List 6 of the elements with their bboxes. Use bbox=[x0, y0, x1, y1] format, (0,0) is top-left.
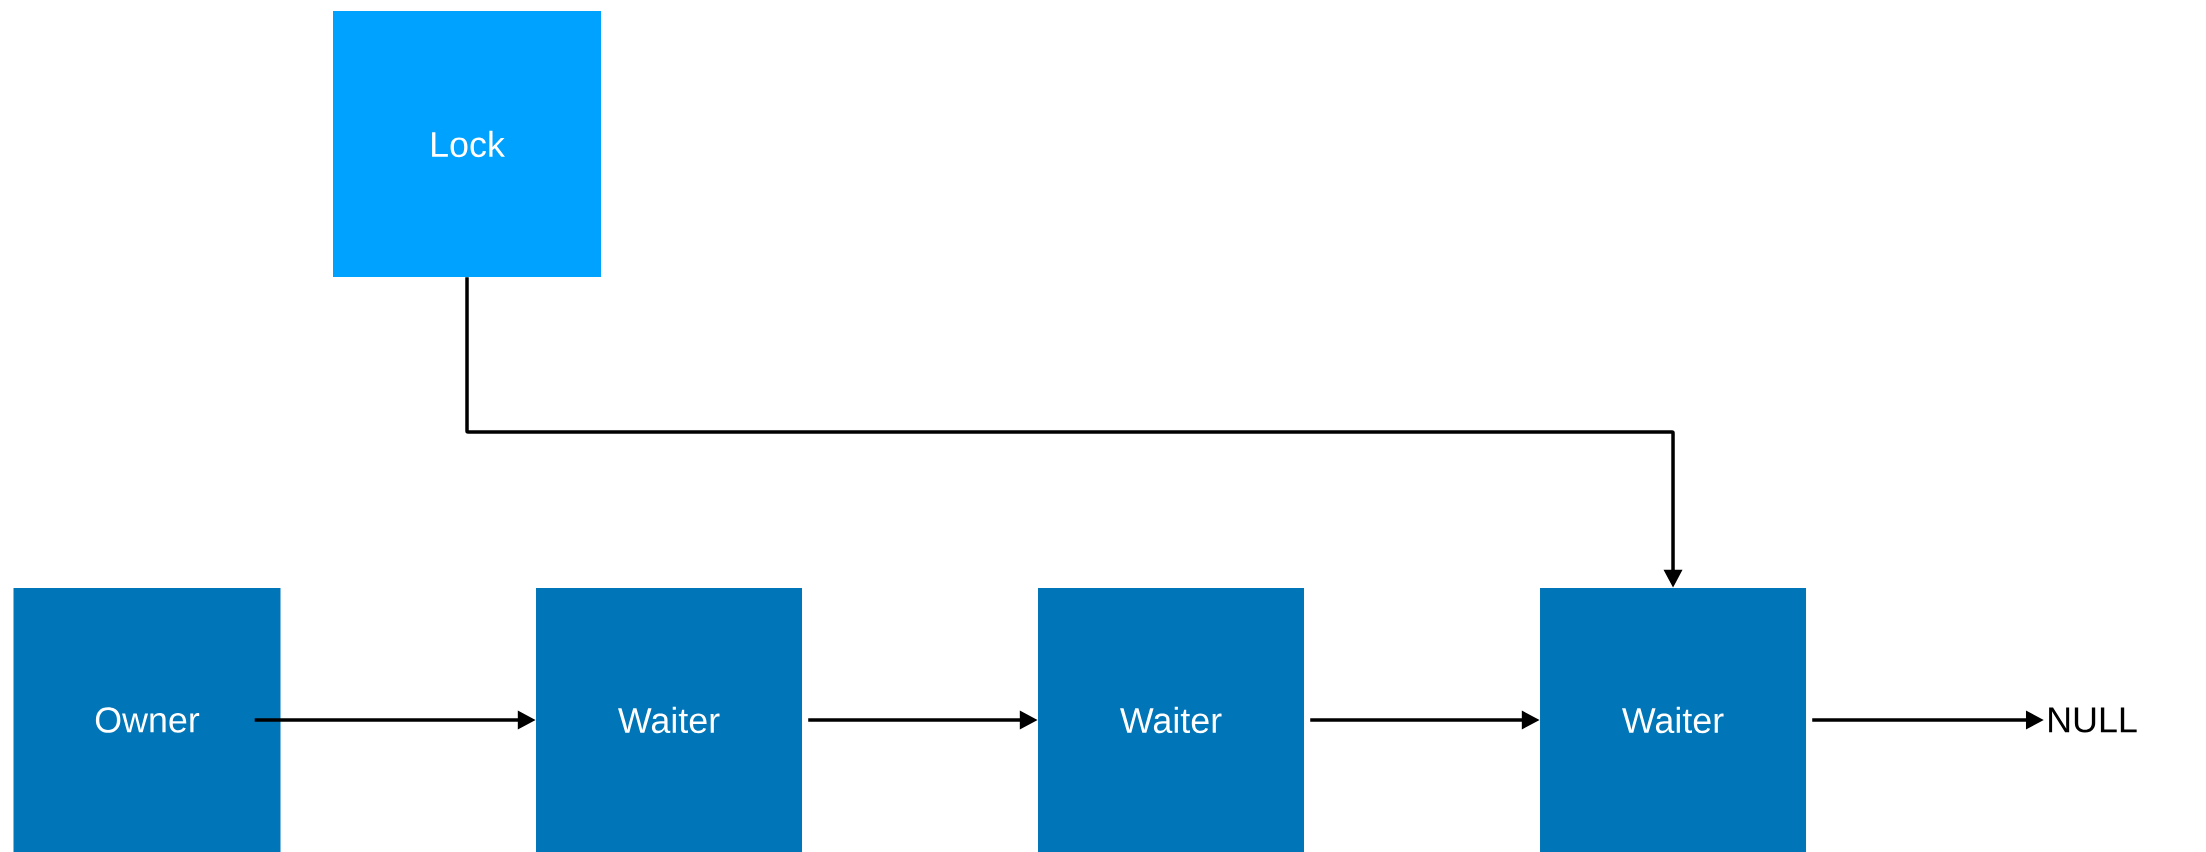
process-box: Owner bbox=[13, 588, 281, 852]
lock-box: Lock bbox=[333, 11, 601, 277]
process-box: Waiter bbox=[536, 588, 802, 852]
process-box: Waiter bbox=[1540, 588, 1807, 852]
null-label: NULL bbox=[2049, 707, 2137, 733]
process-box: Waiter bbox=[1038, 588, 1304, 852]
